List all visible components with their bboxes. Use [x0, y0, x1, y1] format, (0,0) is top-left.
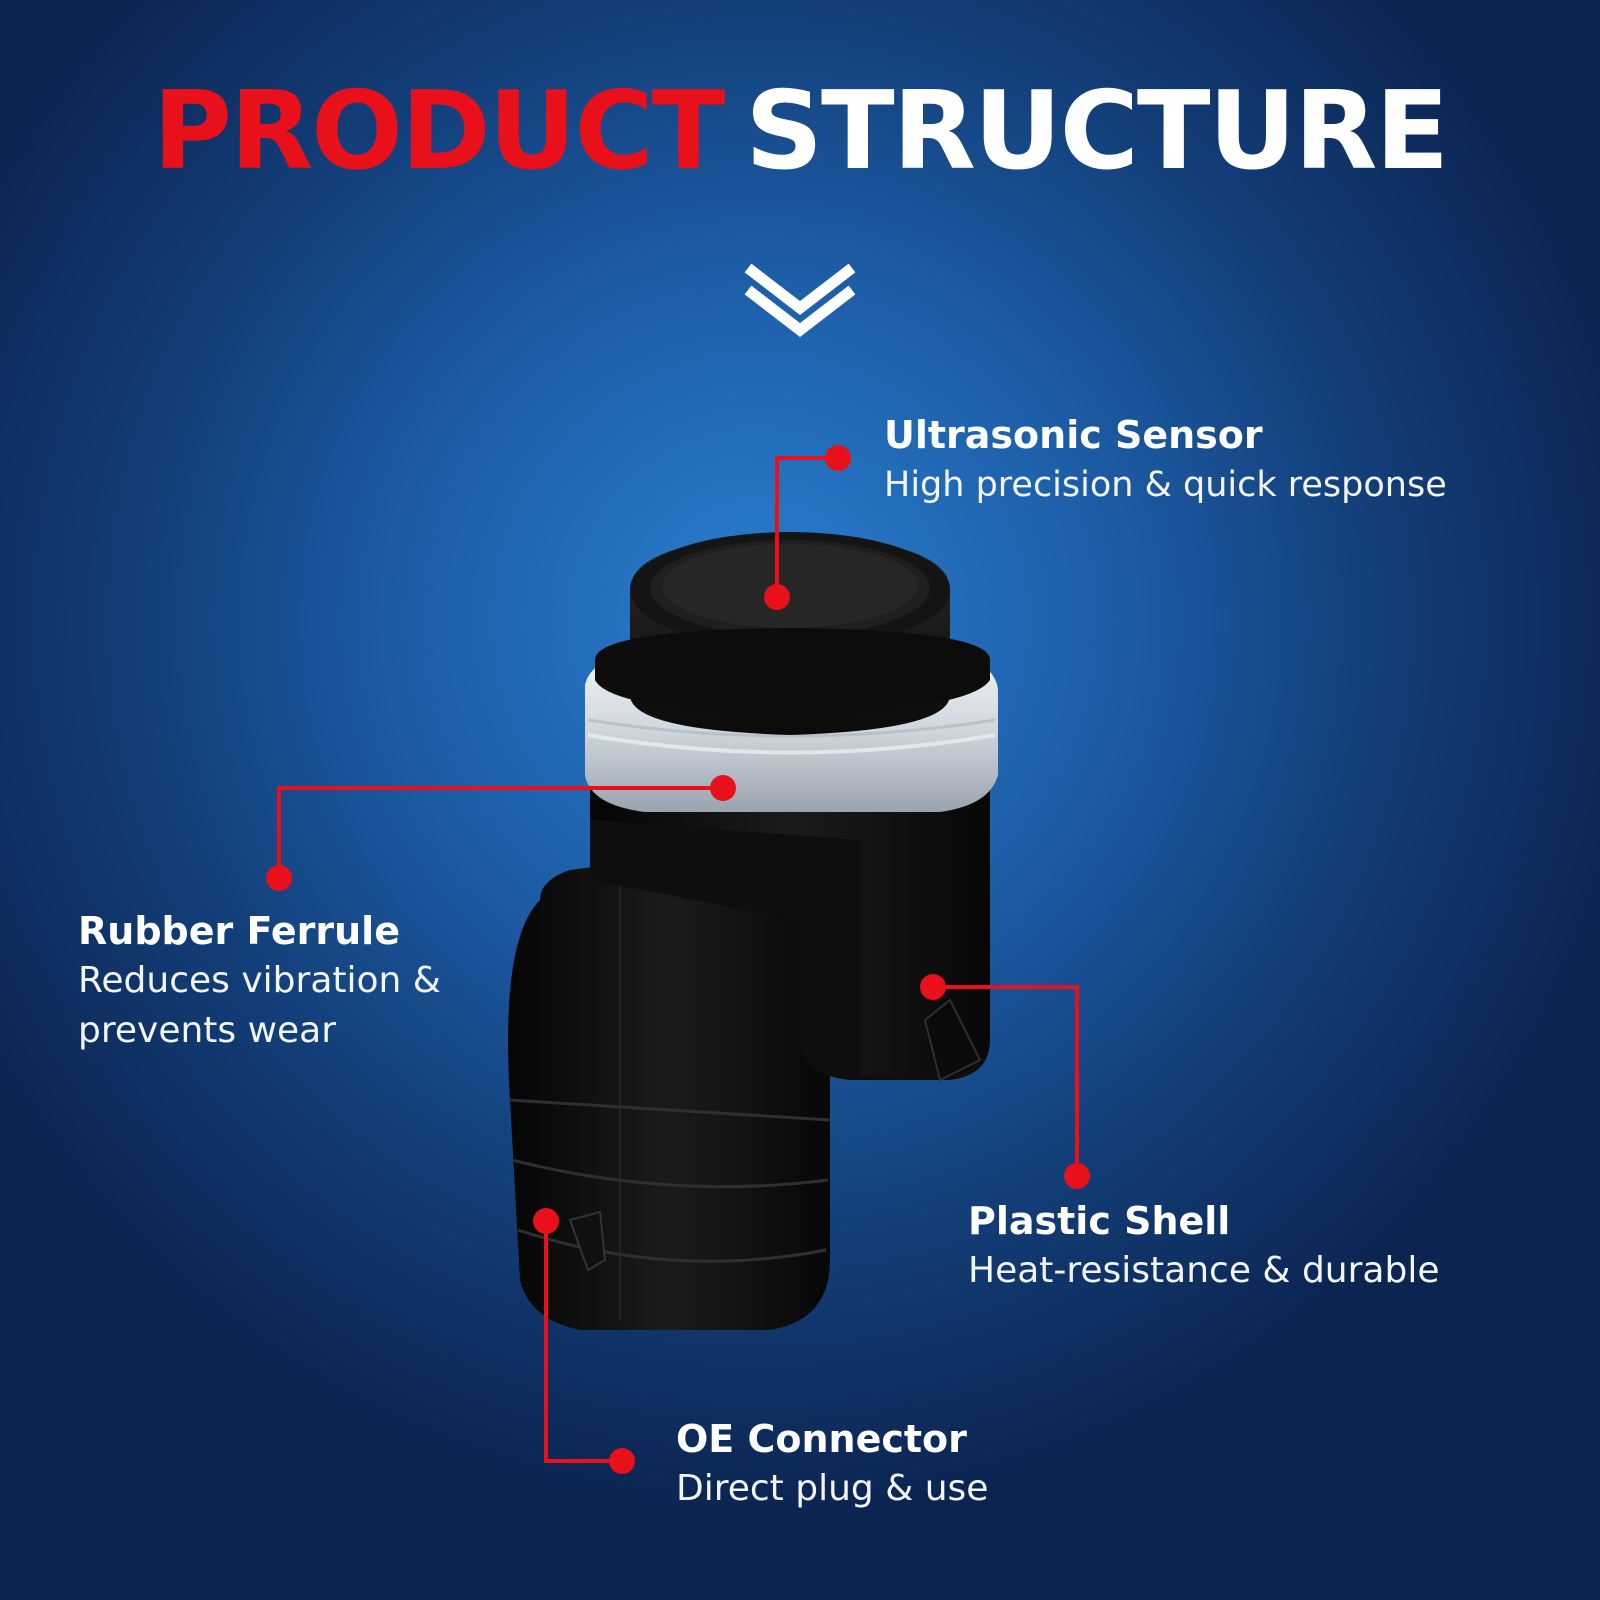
feature-title: OE Connector [676, 1417, 967, 1461]
title-word-structure: STRUCTURE [745, 69, 1449, 194]
feature-plastic-shell: Plastic Shell Heat-resistance & durable [968, 1196, 1439, 1296]
feature-description: Heat-resistance & durable [968, 1250, 1440, 1291]
feature-rubber-ferrule: Rubber Ferrule Reduces vibration & preve… [78, 906, 498, 1056]
parking-sensor-image [508, 532, 998, 1330]
callout-dot-oe-product [533, 1208, 559, 1234]
callout-dot-plastic-label [1064, 1163, 1090, 1189]
feature-ultrasonic-sensor: Ultrasonic Sensor High precision & quick… [884, 410, 1447, 510]
double-chevron-down-icon [744, 263, 856, 337]
feature-description: High precision & quick response [884, 465, 1447, 505]
callout-dot-plastic-product [920, 974, 946, 1000]
feature-description: Reduces vibration & prevents wear [78, 960, 441, 1051]
title-word-product: PRODUCT [152, 69, 725, 194]
callout-dot-rubber-label [266, 865, 292, 891]
callout-dot-rubber-product [710, 775, 736, 801]
callout-dot-ultrasonic-top [825, 445, 851, 471]
feature-title: Plastic Shell [968, 1199, 1231, 1243]
feature-title: Ultrasonic Sensor [884, 413, 1263, 457]
callout-dot-oe-label [609, 1448, 635, 1474]
callout-dot-ultrasonic-product [764, 584, 790, 610]
feature-title: Rubber Ferrule [78, 909, 400, 953]
feature-description: Direct plug & use [676, 1468, 989, 1509]
feature-oe-connector: OE Connector Direct plug & use [676, 1414, 988, 1514]
